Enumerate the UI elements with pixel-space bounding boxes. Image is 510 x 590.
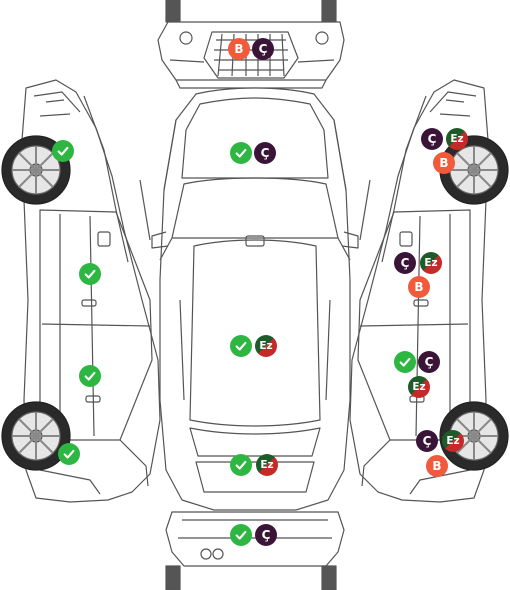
right-front-fender-ez-badge[interactable]: Ez xyxy=(446,128,468,150)
cizik-label: Ç xyxy=(258,42,268,56)
boyali-label: B xyxy=(439,156,449,170)
right-wheels xyxy=(439,135,509,471)
roof-ez-badge[interactable]: Ez xyxy=(255,335,277,357)
front-bumper-cizik-badge[interactable]: Ç xyxy=(252,38,274,60)
right-rear-fender-ez-badge[interactable]: Ez xyxy=(442,430,464,452)
right-front-door-cizik-badge[interactable]: Ç xyxy=(394,252,416,274)
ez-label: Ez xyxy=(446,434,460,447)
left-front-door-ok-badge[interactable] xyxy=(79,263,101,285)
trunk-ez-badge[interactable]: Ez xyxy=(256,454,278,476)
boyali-label: B xyxy=(414,280,424,294)
rear-bumper-cizik-badge[interactable]: Ç xyxy=(255,524,277,546)
right-rear-door-ok-badge[interactable] xyxy=(394,351,416,373)
right-rear-door-ez-badge[interactable]: Ez xyxy=(408,376,430,398)
right-rear-fender-boyali-badge[interactable]: B xyxy=(426,455,448,477)
right-front-fender-cizik-badge[interactable]: Ç xyxy=(421,128,443,150)
ez-label: Ez xyxy=(259,339,273,352)
ez-label: Ez xyxy=(260,458,274,471)
hood-ok-badge[interactable] xyxy=(230,142,252,164)
right-rear-fender-cizik-badge[interactable]: Ç xyxy=(416,430,438,452)
left-rear-door-ok-badge[interactable] xyxy=(79,365,101,387)
check-icon xyxy=(234,528,248,542)
check-icon xyxy=(234,339,248,353)
top-view-outline xyxy=(151,87,359,511)
left-rear-fender-ok-badge[interactable] xyxy=(58,443,80,465)
check-icon xyxy=(234,146,248,160)
cizik-label: Ç xyxy=(260,146,270,160)
check-icon xyxy=(62,447,76,461)
hood-cizik-badge[interactable]: Ç xyxy=(254,142,276,164)
front-bumper-outline xyxy=(157,0,345,89)
boyali-label: B xyxy=(432,459,442,473)
check-icon xyxy=(83,369,97,383)
check-icon xyxy=(83,267,97,281)
cizik-label: Ç xyxy=(424,355,434,369)
roof-ok-badge[interactable] xyxy=(230,335,252,357)
ez-label: Ez xyxy=(412,380,426,393)
right-front-fender-boyali-badge[interactable]: B xyxy=(433,152,455,174)
check-icon xyxy=(56,144,70,158)
right-front-door-ez-badge[interactable]: Ez xyxy=(420,252,442,274)
ez-label: Ez xyxy=(450,132,464,145)
front-bumper-boyali-badge[interactable]: B xyxy=(228,38,250,60)
ez-label: Ez xyxy=(424,256,438,269)
cizik-label: Ç xyxy=(400,256,410,270)
cizik-label: Ç xyxy=(422,434,432,448)
right-rear-door-cizik-badge[interactable]: Ç xyxy=(418,351,440,373)
rear-bumper-ok-badge[interactable] xyxy=(230,524,252,546)
left-front-fender-ok-badge[interactable] xyxy=(52,140,74,162)
cizik-label: Ç xyxy=(427,132,437,146)
trunk-ok-badge[interactable] xyxy=(230,454,252,476)
right-front-door-boyali-badge[interactable]: B xyxy=(408,276,430,298)
cizik-label: Ç xyxy=(261,528,271,542)
boyali-label: B xyxy=(234,42,244,56)
rear-bumper-outline xyxy=(165,511,345,590)
check-icon xyxy=(398,355,412,369)
check-icon xyxy=(234,458,248,472)
